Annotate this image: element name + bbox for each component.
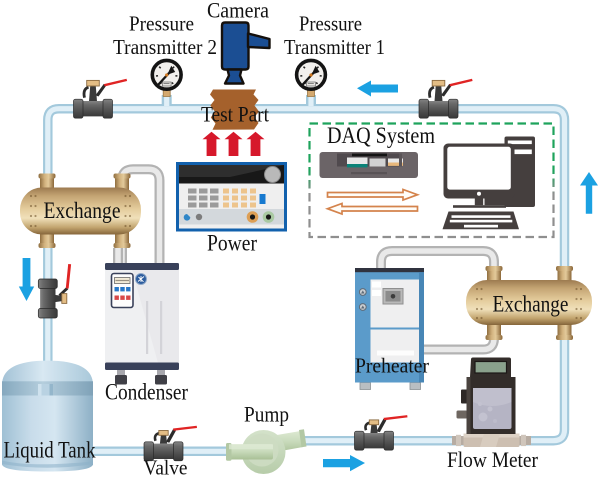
svg-text:Camera: Camera bbox=[207, 0, 269, 23]
svg-text:Exchange: Exchange bbox=[44, 198, 121, 223]
svg-text:Transmitter 1: Transmitter 1 bbox=[284, 35, 385, 59]
svg-text:Flow Meter: Flow Meter bbox=[447, 447, 538, 472]
svg-text:Liquid Tank: Liquid Tank bbox=[4, 438, 96, 463]
svg-text:DAQ System: DAQ System bbox=[327, 123, 435, 149]
svg-text:Preheater: Preheater bbox=[355, 354, 429, 378]
svg-text:Transmitter 2: Transmitter 2 bbox=[113, 35, 217, 59]
svg-text:Pump: Pump bbox=[244, 402, 289, 427]
svg-text:Valve: Valve bbox=[144, 456, 188, 477]
svg-text:Pressure: Pressure bbox=[129, 12, 194, 36]
svg-text:Pressure: Pressure bbox=[299, 12, 362, 36]
svg-text:Power: Power bbox=[207, 231, 257, 256]
svg-text:Exchange: Exchange bbox=[493, 292, 569, 317]
svg-text:Test Part: Test Part bbox=[201, 102, 269, 127]
svg-text:Condenser: Condenser bbox=[105, 380, 188, 405]
